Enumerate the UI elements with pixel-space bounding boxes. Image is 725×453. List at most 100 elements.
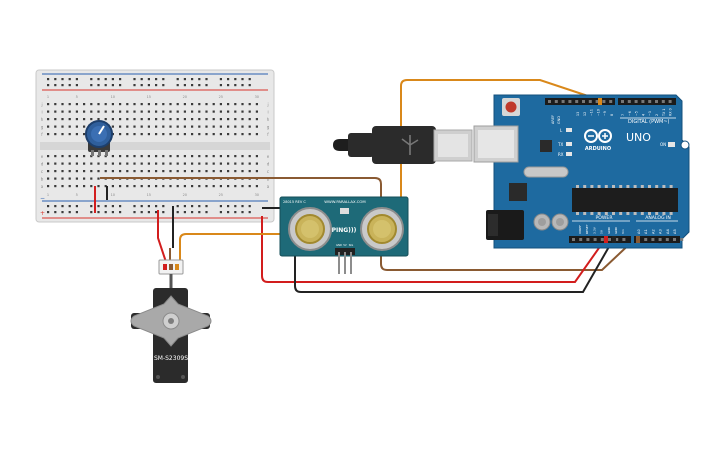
breadboard-hole[interactable] — [227, 155, 230, 158]
breadboard-hole[interactable] — [205, 110, 208, 113]
breadboard-rail-hole[interactable] — [183, 84, 186, 87]
breadboard-hole[interactable] — [255, 133, 258, 136]
breadboard-rail-hole[interactable] — [155, 211, 158, 214]
breadboard-rail-hole[interactable] — [219, 205, 222, 208]
breadboard-hole[interactable] — [90, 162, 93, 165]
breadboard-hole[interactable] — [47, 125, 50, 128]
breadboard-hole[interactable] — [241, 162, 244, 165]
breadboard-hole[interactable] — [255, 185, 258, 188]
breadboard-hole[interactable] — [205, 133, 208, 136]
breadboard-hole[interactable] — [75, 125, 78, 128]
breadboard-hole[interactable] — [133, 162, 136, 165]
arduino-pin-hole[interactable] — [600, 238, 604, 241]
breadboard-rail-hole[interactable] — [75, 84, 78, 87]
breadboard-hole[interactable] — [61, 133, 64, 136]
breadboard-rail-hole[interactable] — [176, 211, 179, 214]
breadboard-rail-hole[interactable] — [205, 78, 208, 81]
breadboard-hole[interactable] — [255, 162, 258, 165]
breadboard-rail-hole[interactable] — [104, 205, 107, 208]
breadboard-hole[interactable] — [47, 185, 50, 188]
breadboard-hole[interactable] — [155, 110, 158, 113]
sensor-pin-5v[interactable] — [344, 252, 346, 274]
breadboard-hole[interactable] — [111, 103, 114, 106]
arduino-pin-hole[interactable] — [655, 100, 658, 103]
breadboard-rail-hole[interactable] — [54, 78, 57, 81]
arduino-pin-hole[interactable] — [680, 238, 684, 241]
breadboard-hole[interactable] — [75, 103, 78, 106]
breadboard-rail-hole[interactable] — [119, 205, 122, 208]
breadboard-rail-hole[interactable] — [47, 205, 50, 208]
breadboard-hole[interactable] — [119, 162, 122, 165]
breadboard-rail-hole[interactable] — [68, 84, 71, 87]
breadboard-hole[interactable] — [140, 185, 143, 188]
breadboard-rail-hole[interactable] — [54, 211, 57, 214]
breadboard-rail-hole[interactable] — [75, 205, 78, 208]
arduino-pin-hole[interactable] — [609, 100, 613, 103]
breadboard-hole[interactable] — [248, 170, 251, 173]
breadboard-hole[interactable] — [205, 118, 208, 121]
breadboard-hole[interactable] — [104, 162, 107, 165]
breadboard-hole[interactable] — [47, 177, 50, 180]
breadboard-hole[interactable] — [126, 155, 129, 158]
breadboard-hole[interactable] — [205, 170, 208, 173]
breadboard-hole[interactable] — [176, 185, 179, 188]
breadboard-hole[interactable] — [169, 103, 172, 106]
breadboard-hole[interactable] — [219, 103, 222, 106]
breadboard-hole[interactable] — [169, 155, 172, 158]
arduino-pin-hole[interactable] — [554, 100, 558, 103]
breadboard-hole[interactable] — [155, 170, 158, 173]
breadboard-rail-hole[interactable] — [205, 211, 208, 214]
breadboard-rail-hole[interactable] — [68, 205, 71, 208]
breadboard-hole[interactable] — [90, 110, 93, 113]
arduino-pin-hole[interactable] — [561, 100, 565, 103]
arduino-pin-hole[interactable] — [588, 100, 592, 103]
breadboard-hole[interactable] — [147, 185, 150, 188]
breadboard-hole[interactable] — [68, 133, 71, 136]
breadboard-hole[interactable] — [133, 185, 136, 188]
breadboard-rail-hole[interactable] — [162, 84, 165, 87]
breadboard-hole[interactable] — [176, 170, 179, 173]
breadboard-hole[interactable] — [198, 133, 201, 136]
breadboard-hole[interactable] — [68, 103, 71, 106]
breadboard-hole[interactable] — [126, 118, 129, 121]
breadboard-hole[interactable] — [83, 170, 86, 173]
breadboard-hole[interactable] — [97, 155, 100, 158]
breadboard-hole[interactable] — [83, 118, 86, 121]
breadboard-hole[interactable] — [54, 118, 57, 121]
usb-cable[interactable] — [333, 126, 473, 164]
breadboard-hole[interactable] — [234, 110, 237, 113]
breadboard-hole[interactable] — [111, 162, 114, 165]
breadboard-hole[interactable] — [198, 103, 201, 106]
breadboard-hole[interactable] — [126, 162, 129, 165]
breadboard-hole[interactable] — [97, 170, 100, 173]
breadboard-hole[interactable] — [90, 155, 93, 158]
breadboard-hole[interactable] — [83, 133, 86, 136]
arduino-pin-hole[interactable] — [602, 100, 606, 103]
breadboard-hole[interactable] — [147, 118, 150, 121]
breadboard-hole[interactable] — [140, 125, 143, 128]
breadboard-hole[interactable] — [234, 185, 237, 188]
breadboard-hole[interactable] — [54, 185, 57, 188]
breadboard-rail-hole[interactable] — [234, 205, 237, 208]
breadboard-rail-hole[interactable] — [75, 211, 78, 214]
breadboard-hole[interactable] — [169, 170, 172, 173]
breadboard-hole[interactable] — [61, 162, 64, 165]
breadboard-hole[interactable] — [54, 162, 57, 165]
arduino-pin-hole[interactable] — [644, 238, 648, 241]
breadboard-hole[interactable] — [75, 155, 78, 158]
breadboard-hole[interactable] — [176, 110, 179, 113]
breadboard-hole[interactable] — [47, 118, 50, 121]
breadboard-hole[interactable] — [133, 170, 136, 173]
breadboard-hole[interactable] — [126, 133, 129, 136]
breadboard-rail-hole[interactable] — [61, 205, 64, 208]
breadboard-rail-hole[interactable] — [205, 205, 208, 208]
breadboard-hole[interactable] — [212, 110, 215, 113]
breadboard-hole[interactable] — [205, 125, 208, 128]
breadboard-hole[interactable] — [241, 110, 244, 113]
breadboard-hole[interactable] — [155, 125, 158, 128]
breadboard-rail-hole[interactable] — [61, 211, 64, 214]
breadboard-hole[interactable] — [212, 185, 215, 188]
breadboard-rail-hole[interactable] — [47, 78, 50, 81]
breadboard-hole[interactable] — [176, 162, 179, 165]
